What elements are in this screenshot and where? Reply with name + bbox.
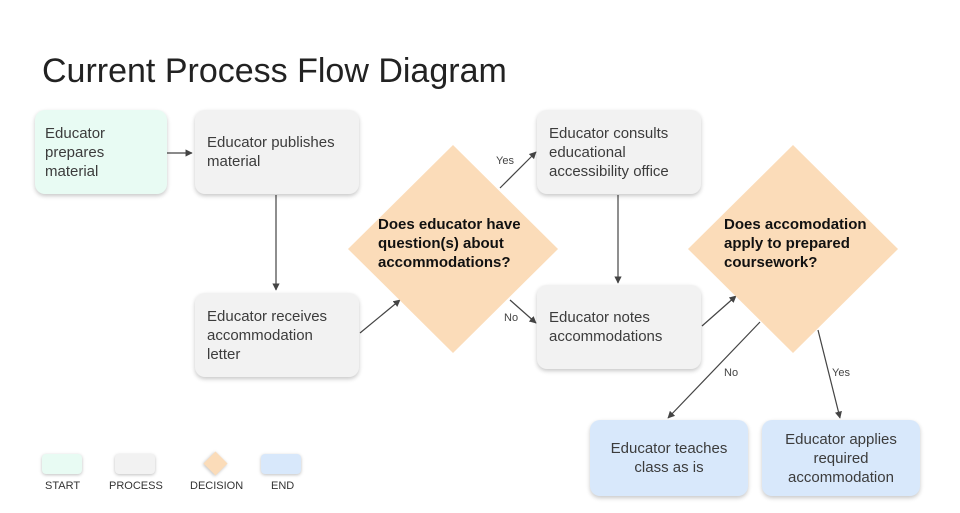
legend-end-swatch (261, 454, 301, 474)
process-node-consults-office: Educator consults educational accessibil… (537, 110, 701, 194)
node-label: Educator notes accommodations (549, 309, 663, 345)
edge-label-yes: Yes (832, 367, 850, 379)
legend-process-label: PROCESS (109, 480, 163, 492)
legend-process-swatch (115, 454, 155, 474)
end-node-teaches: Educator teaches class as is (590, 420, 748, 496)
process-node-receives-letter: Educator receives accommodation letter (195, 293, 359, 377)
start-node-prepares: Educator prepares material (35, 110, 167, 194)
arrow-decision-yes-to-applies (817, 329, 842, 419)
process-node-publishes: Educator publishes material (195, 110, 359, 194)
arrow-decision-no-to-teaches (667, 321, 761, 419)
decision-label-questions: Does educator have question(s) about acc… (378, 216, 521, 271)
edge-label-no: No (724, 367, 739, 379)
arrow-notes-to-decision (701, 295, 737, 327)
legend-end-label: END (271, 480, 295, 492)
node-label: Educator teaches class as is (610, 440, 728, 476)
node-label: Educator publishes material (207, 134, 335, 170)
decision-node-questions (348, 145, 558, 353)
decision-node-applies (688, 145, 898, 353)
arrow-letter-to-decision (359, 299, 401, 334)
arrow-decision-yes-to-consults (499, 151, 537, 189)
decision-label-applies: Does accomodation apply to prepared cour… (724, 216, 867, 271)
edge-label-no: No (504, 312, 519, 324)
legend-start-swatch (42, 454, 82, 474)
node-label: Educator consults educational accessibil… (549, 124, 669, 180)
process-node-notes-accommodations: Educator notes accommodations (537, 285, 701, 369)
legend-start-label: START (45, 480, 81, 492)
node-label: Educator prepares material (45, 124, 106, 180)
node-label: Educator applies required accommodation (785, 430, 897, 486)
page-title: Current Process Flow Diagram (42, 52, 507, 90)
end-node-applies: Educator applies required accommodation (762, 420, 920, 496)
arrow-decision-no-to-notes (509, 299, 537, 324)
node-label: Educator receives accommodation letter (207, 307, 328, 363)
edge-label-yes: Yes (496, 155, 514, 167)
legend-decision-label: DECISION (190, 480, 244, 492)
